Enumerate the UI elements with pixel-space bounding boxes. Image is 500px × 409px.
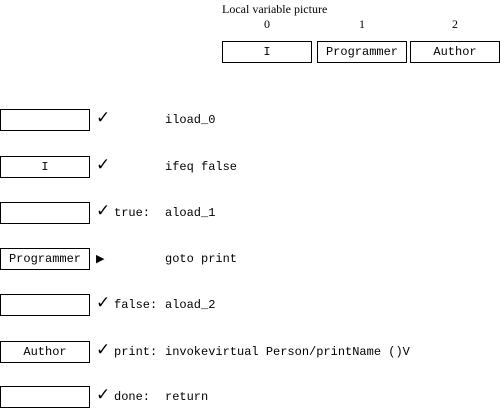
step-label: true: (114, 206, 151, 220)
local-variable-title: Local variable picture (222, 2, 328, 16)
check-icon: ✓ (96, 340, 111, 360)
local-variable-index-2: 2 (452, 17, 458, 31)
local-variable-slot-2: Author (410, 41, 500, 63)
stack-box: I (0, 156, 90, 178)
step-label: print: (114, 345, 158, 359)
stack-box (0, 294, 90, 316)
bytecode-instruction: aload_2 (165, 298, 216, 312)
stack-box (0, 109, 90, 131)
stack-box: Author (0, 341, 90, 363)
local-variable-index-0: 0 (264, 17, 270, 31)
step-label: false: (114, 298, 158, 312)
stack-box (0, 386, 90, 408)
arrow-right-icon: ▶ (96, 252, 105, 265)
check-icon: ✓ (96, 385, 111, 405)
stack-box (0, 202, 90, 224)
check-icon: ✓ (96, 108, 111, 128)
step-label: done: (114, 390, 151, 404)
check-icon: ✓ (96, 201, 111, 221)
local-variable-index-1: 1 (359, 17, 365, 31)
check-icon: ✓ (96, 155, 111, 175)
local-variable-slot-1: Programmer (317, 41, 407, 63)
stack-box: Programmer (0, 248, 90, 270)
bytecode-instruction: goto print (165, 252, 238, 266)
bytecode-instruction: invokevirtual Person/printName ()V (165, 345, 410, 359)
bytecode-instruction: iload_0 (165, 113, 216, 127)
bytecode-instruction: return (165, 390, 209, 404)
check-icon: ✓ (96, 293, 111, 313)
bytecode-instruction: ifeq false (165, 160, 238, 174)
bytecode-instruction: aload_1 (165, 206, 216, 220)
local-variable-slot-0: I (222, 41, 312, 63)
